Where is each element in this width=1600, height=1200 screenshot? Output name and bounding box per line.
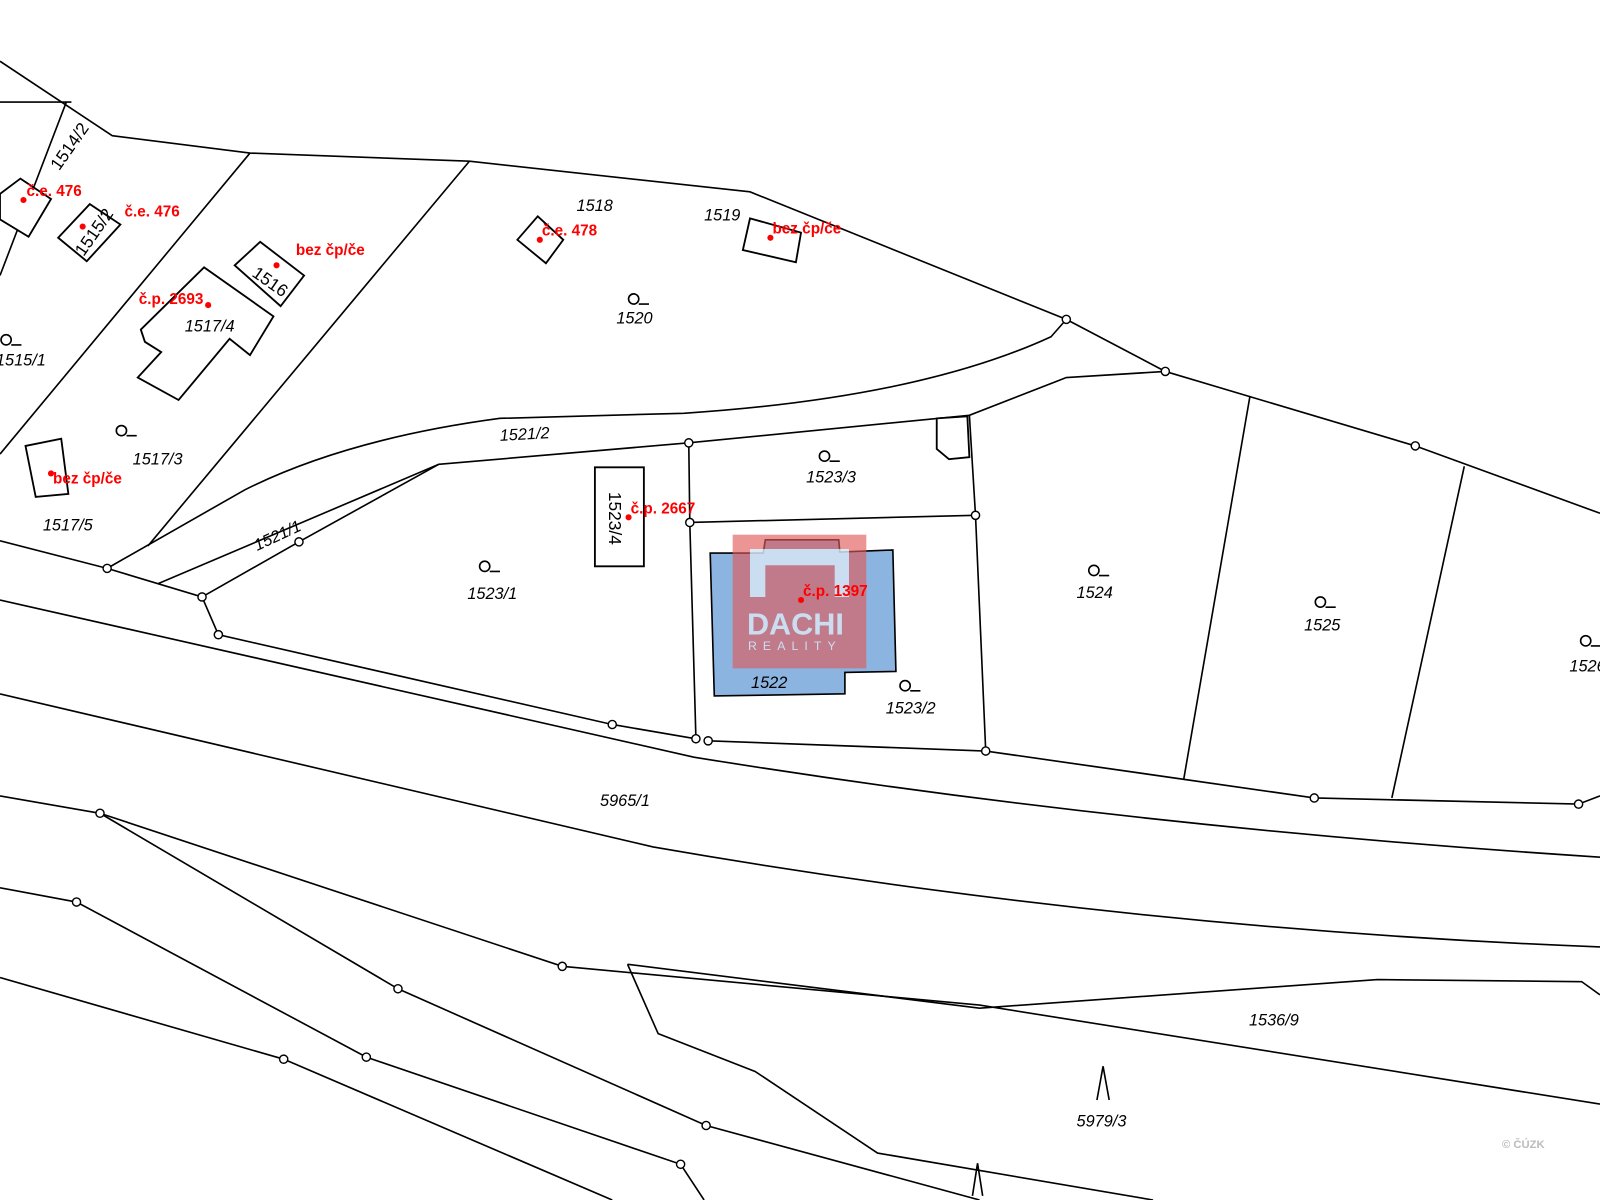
parcel-label: 1517/5 bbox=[43, 517, 94, 535]
parcel-label: 1525 bbox=[1304, 617, 1341, 635]
parcel-label: 1523/1 bbox=[467, 585, 517, 603]
parcel-label: 1520 bbox=[616, 309, 652, 327]
parcel-label: 1521/2 bbox=[499, 424, 550, 445]
parcel-label: 1514/2 bbox=[46, 119, 93, 174]
address-label: č.p. 2693 bbox=[139, 291, 204, 308]
svg-text:REALITY: REALITY bbox=[748, 639, 842, 653]
parcel-label: 1536/9 bbox=[1249, 1012, 1299, 1030]
svg-text:DACHI: DACHI bbox=[747, 608, 844, 642]
boundary-points bbox=[71, 314, 1584, 1170]
parcel-label: 1519 bbox=[704, 206, 740, 224]
dachi-reality-watermark: DACHI REALITY bbox=[732, 534, 867, 669]
garden-symbols bbox=[0, 293, 1600, 692]
address-label: č.e. 478 bbox=[542, 223, 598, 240]
parcel-label: 1522 bbox=[751, 674, 787, 692]
parcel-label: 1517/3 bbox=[133, 450, 183, 468]
parcel-label: 1517/4 bbox=[185, 318, 235, 336]
parcel-label: 5965/1 bbox=[600, 792, 650, 810]
parcel-label: 1521/1 bbox=[251, 517, 304, 554]
parcel-label: 1523/4 bbox=[605, 492, 625, 545]
parcel-label: 1518 bbox=[577, 197, 613, 215]
parcel-label: 1524 bbox=[1077, 584, 1113, 602]
address-points bbox=[20, 196, 805, 604]
address-label: bez čp/če bbox=[772, 221, 841, 238]
parcel-label: 1523/3 bbox=[806, 469, 856, 487]
copyright: © ČÚZK bbox=[1502, 1138, 1545, 1151]
address-label: č.e. 476 bbox=[124, 203, 179, 220]
address-label: č.p. 1397 bbox=[803, 583, 868, 600]
parcel-label: 5979/3 bbox=[1077, 1113, 1127, 1131]
parcel-label: 1526 bbox=[1569, 657, 1600, 675]
address-label: bez čp/če bbox=[296, 242, 365, 259]
address-label: č.p. 2667 bbox=[631, 500, 696, 517]
parcel-label: 1515/1 bbox=[0, 351, 46, 369]
parcel-label: 1523/2 bbox=[886, 699, 936, 717]
address-label: č.e. 476 bbox=[27, 183, 82, 200]
address-label: bez čp/če bbox=[53, 471, 122, 488]
